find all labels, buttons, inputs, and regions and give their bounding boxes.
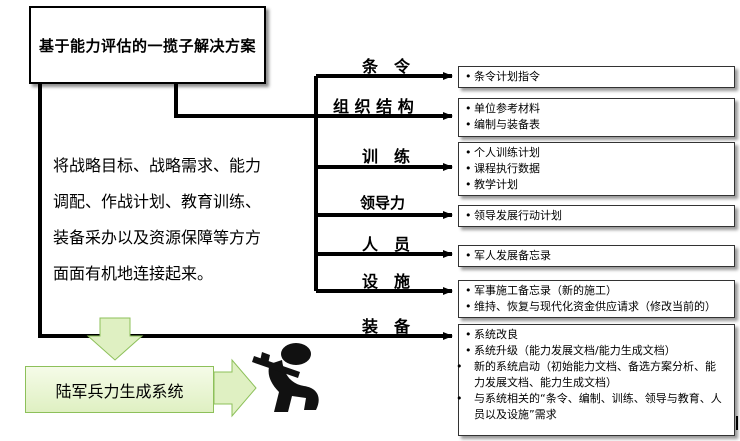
generation-system-label: 陆军兵力生成系统 bbox=[55, 381, 184, 401]
list-item: 系统改良 bbox=[465, 327, 726, 343]
category-label-leadership: 领导力 bbox=[360, 194, 406, 212]
list-item: 领导发展行动计划 bbox=[465, 208, 726, 224]
main-branch-line bbox=[174, 80, 316, 118]
organization-box: 单位参考材料 编制与装备表 bbox=[458, 98, 735, 137]
category-label-doctrine: 条 令 bbox=[362, 57, 411, 76]
right-arrow-shape bbox=[213, 358, 257, 418]
list-item: 军事施工备忘录（新的施工） bbox=[465, 283, 726, 299]
list-item: 与系统相关的“条令、编制、训练、领导与教育、人员以及设施”需求 bbox=[465, 391, 726, 423]
list-item: 个人训练计划 bbox=[465, 145, 726, 161]
facilities-box: 军事施工备忘录（新的施工） 维持、恢复与现代化资金供应请求（修改当前的） bbox=[458, 280, 735, 318]
page-title: 基于能力评估的一揽子解决方案 bbox=[38, 36, 256, 55]
doctrine-box: 条令计划指令 bbox=[458, 66, 735, 88]
category-label-personnel: 人 员 bbox=[362, 235, 411, 254]
description-line: 调配、作战计划、教育训练、 bbox=[53, 192, 262, 211]
list-item: 课程执行数据 bbox=[465, 161, 726, 177]
leadership-box: 领导发展行动计划 bbox=[458, 205, 735, 227]
training-box: 个人训练计划 课程执行数据 教学计划 bbox=[458, 142, 735, 196]
category-label-organization: 组 织 结 构 bbox=[333, 97, 414, 116]
list-item: 编制与装备表 bbox=[465, 117, 726, 133]
list-item: 单位参考材料 bbox=[465, 101, 726, 117]
category-label-training: 训 练 bbox=[362, 147, 411, 166]
down-arrow-shape bbox=[86, 317, 144, 361]
description: 将战略目标、战略需求、能力 调配、作战计划、教育训练、 装备采办以及资源保障等方… bbox=[53, 148, 313, 292]
equipment-box: 系统改良 系统升级（能力发展文档/能力生成文档） 新的系统启动（初始能力文档、备… bbox=[458, 324, 735, 436]
description-line: 面面有机地连接起来。 bbox=[53, 264, 214, 283]
arrow-to-equipment bbox=[38, 80, 453, 340]
generation-system-box: 陆军兵力生成系统 bbox=[25, 366, 214, 413]
personnel-box: 军人发展备忘录 bbox=[458, 245, 735, 267]
category-label-facilities: 设 施 bbox=[362, 272, 411, 291]
description-line: 装备采办以及资源保障等方方 bbox=[53, 228, 262, 247]
list-item: 军人发展备忘录 bbox=[465, 248, 726, 264]
list-item: 新的系统启动（初始能力文档、备选方案分析、能力发展文档、能力生成文档） bbox=[465, 359, 726, 391]
description-line: 将战略目标、战略需求、能力 bbox=[53, 156, 262, 175]
list-item: 条令计划指令 bbox=[465, 69, 726, 85]
edge-marker bbox=[736, 416, 738, 430]
soldier-icon bbox=[252, 343, 319, 412]
category-label-equipment: 装 备 bbox=[362, 317, 411, 336]
list-item: 系统升级（能力发展文档/能力生成文档） bbox=[465, 343, 726, 359]
title-box: 基于能力评估的一揽子解决方案 bbox=[29, 6, 266, 84]
list-item: 维持、恢复与现代化资金供应请求（修改当前的） bbox=[465, 299, 726, 315]
list-item: 教学计划 bbox=[465, 177, 726, 193]
